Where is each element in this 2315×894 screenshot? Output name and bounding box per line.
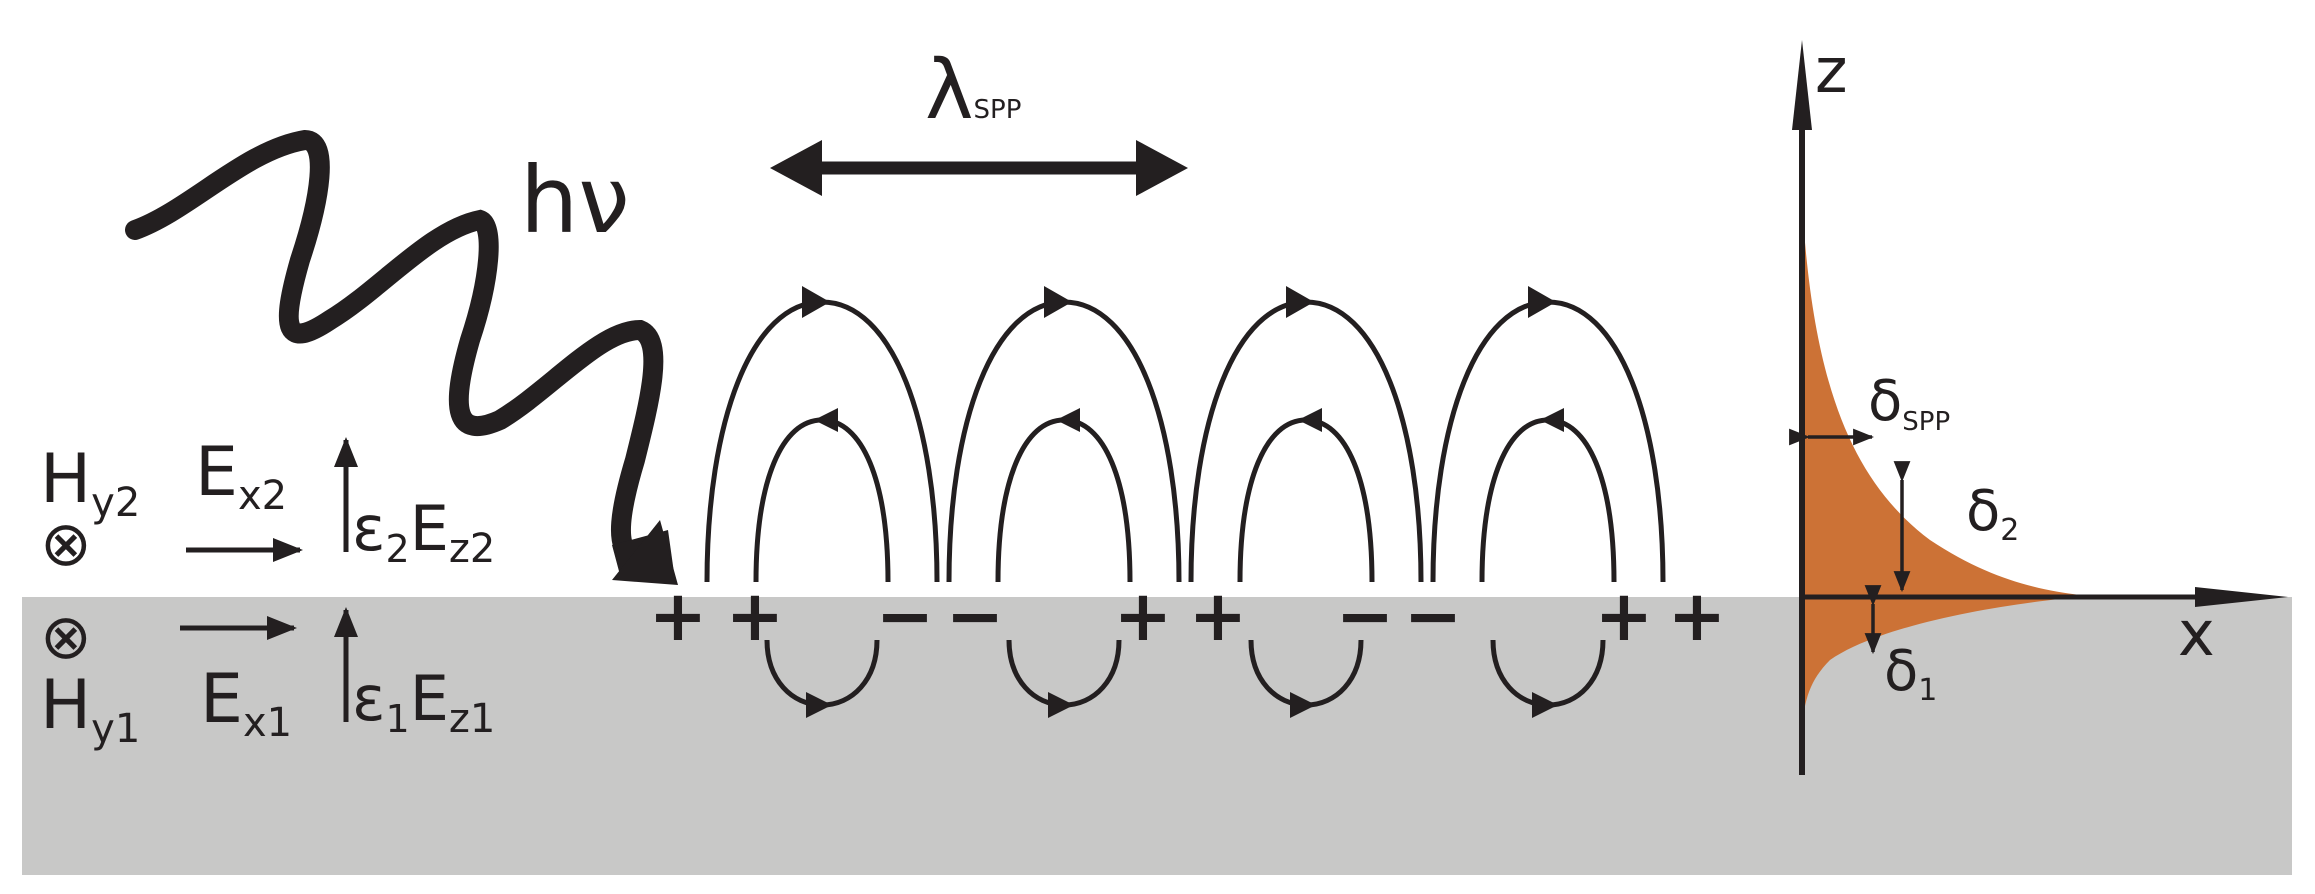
field-loop [1430,286,1666,718]
h-y1-symbol: ⊗ [40,600,92,673]
inner-arrowhead [1056,408,1080,432]
inner-field-line [753,417,891,583]
wavelength-arrow [770,140,1188,196]
metal-arrowhead [806,692,832,718]
field-loop [704,286,940,718]
surface-charge: + [1189,575,1248,657]
inner-arrowhead [814,408,838,432]
metal-arrowhead [1532,692,1558,718]
outer-arrowhead [1286,286,1314,318]
metal-region [22,597,2292,875]
delta-2-label: δ2 [1966,479,2019,548]
wavelength-label: λSPP [925,43,1021,138]
h-y2-label: Hy2 [40,440,140,526]
outer-arrowhead [1528,286,1556,318]
outer-arrowhead [802,286,830,318]
outer-field-line [1430,299,1666,583]
metal-arrowhead [1290,692,1316,718]
surface-charge: − [1336,575,1395,657]
field-lines [704,286,1666,718]
surface-charge: + [649,575,708,657]
e-x1-label: Ex1 [200,660,292,746]
z-axis-label: z [1815,34,1848,107]
e-x2-label: Ex2 [195,433,287,519]
photon-label: hν [520,147,630,254]
h-y2-symbol: ⊗ [40,507,92,580]
decay-plot [1789,40,2288,775]
surface-charge: − [1404,575,1463,657]
surface-charge: + [1114,575,1173,657]
inner-field-line [995,417,1133,583]
inner-arrowhead [1540,408,1564,432]
surface-charge: − [946,575,1005,657]
inner-field-line [1237,417,1375,583]
eps1-ez1-label: ε1Ez1 [352,662,495,742]
x-axis-label: x [2178,597,2215,670]
outer-field-line [1188,299,1424,583]
outer-arrowhead [1044,286,1072,318]
surface-charge: − [876,575,935,657]
surface-charge: + [1668,575,1727,657]
outer-field-line [704,299,940,583]
inner-field-line [1479,417,1617,583]
surface-charge: + [726,575,785,657]
h-y1-label: Hy1 [40,666,140,752]
inner-arrowhead [1298,408,1322,432]
eps2-ez2-label: ε2Ez2 [352,492,495,572]
metal-arrowhead [1048,692,1074,718]
photon-wave [125,129,678,585]
surface-charge: + [1595,575,1654,657]
delta-spp-label: δSPP [1868,369,1950,437]
outer-field-line [946,299,1182,583]
decay-area-upper [1802,200,2080,595]
delta-1-label: δ1 [1884,639,1937,708]
field-loop [946,286,1182,718]
field-loop [1188,286,1424,718]
surface-charges: ++−−++−−++ [649,575,1727,657]
